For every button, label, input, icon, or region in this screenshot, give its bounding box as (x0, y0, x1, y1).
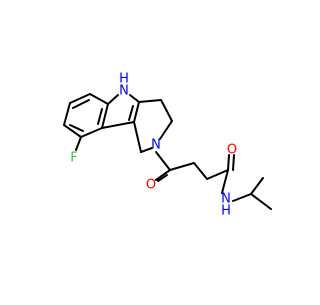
bond-n-co (155, 151, 171, 171)
atom-label-amide-o: O (227, 143, 237, 158)
atom-label-fluorine: F (70, 151, 77, 166)
bond-co-o-inner (157, 174, 168, 182)
bond-co2-n3 (221, 169, 229, 194)
bond-c1-c9a (133, 121, 142, 153)
atom-label-ring-n: N (151, 138, 161, 153)
atom-label-amide-n: N (221, 192, 231, 207)
atom-label-ketone-o: O (146, 178, 156, 193)
bond-c-f (75, 136, 82, 151)
bond-c8a-c4 (138, 99, 162, 103)
bond-n3-ipr (232, 193, 252, 202)
bond-ipr-me1 (250, 193, 272, 210)
bond-layer (63, 93, 272, 210)
bond-benzene-4-inner (69, 124, 84, 132)
bond-benzene-2 (69, 93, 91, 104)
bond-c8a-c9a (133, 101, 140, 123)
bond-co-ch2a (169, 162, 195, 171)
bond-benzene-5 (80, 127, 103, 138)
bond-c3-n (159, 120, 173, 140)
bond-benzene-3 (63, 102, 71, 126)
bond-co2-o2 (227, 154, 230, 171)
atom-label-indole-n: N (119, 84, 129, 99)
bond-c8a-c9a-inner (128, 105, 134, 121)
bond-co-o (155, 169, 171, 181)
bond-benzene-6-inner (97, 108, 103, 125)
bond-co2-o2-inner (232, 154, 235, 171)
bond-c4-c3 (160, 99, 173, 122)
bond-ipr-me2 (250, 177, 264, 195)
bond-benzene-4 (63, 124, 82, 138)
bond-c7a-n (107, 94, 119, 105)
bond-n-c1 (140, 147, 153, 153)
bond-benzene-6 (101, 103, 109, 129)
bond-benzene-2-inner (72, 99, 90, 109)
atom-label-amide-h: H (221, 204, 231, 219)
bond-ch2b-co2 (206, 169, 229, 180)
atom-label-indole-nh: H (119, 72, 129, 87)
bond-n-c8a (129, 94, 140, 103)
bond-benzene-1 (89, 93, 109, 105)
bond-c9a-c4b (101, 121, 135, 129)
bond-ch2a-ch2b (193, 162, 208, 180)
